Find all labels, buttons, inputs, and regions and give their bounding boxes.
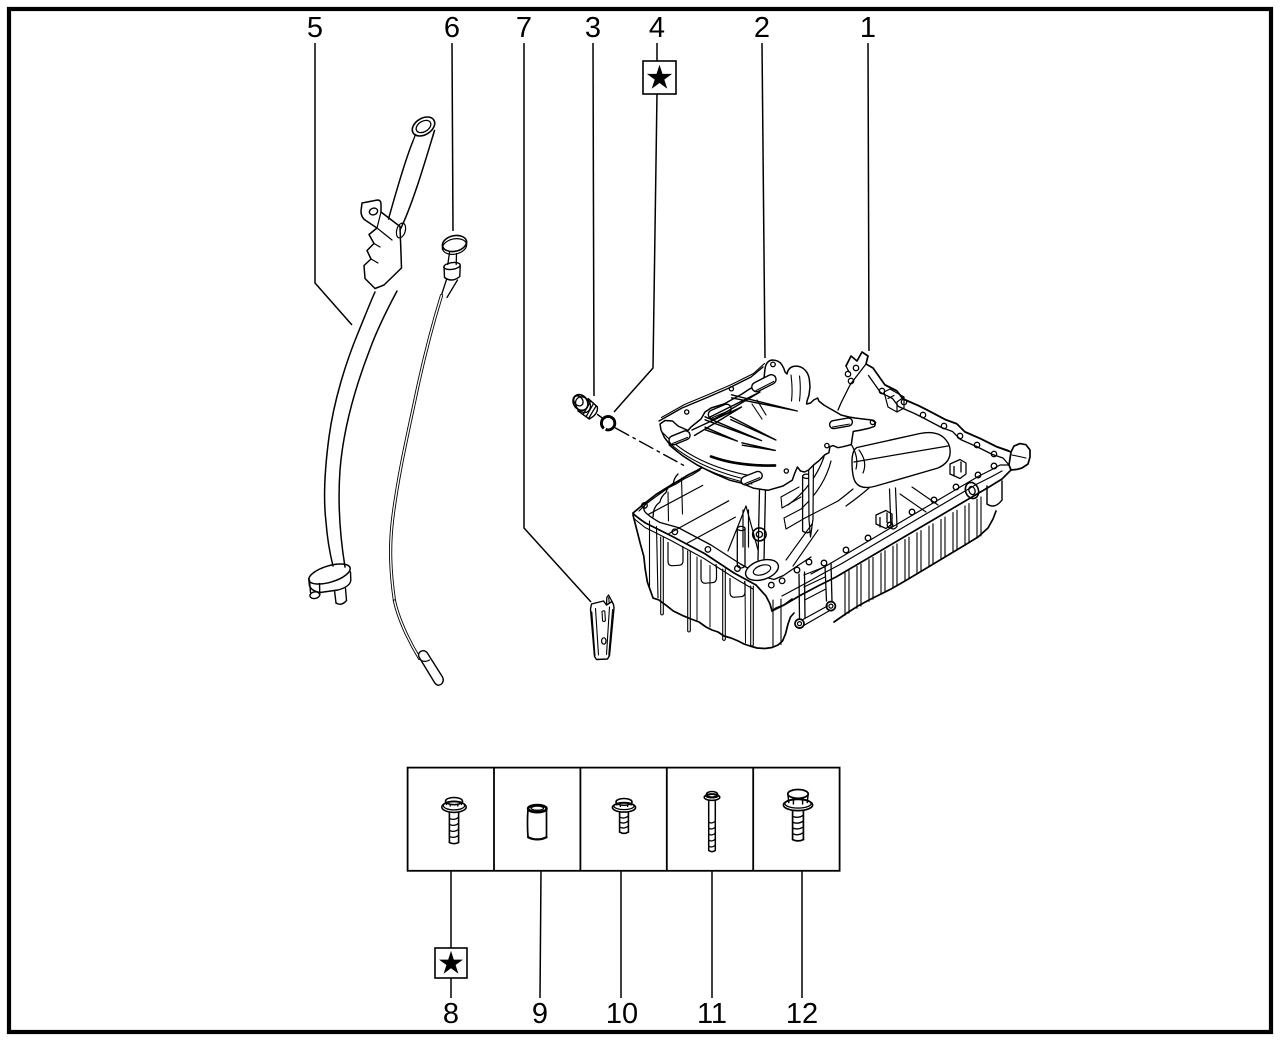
svg-text:9: 9 [532, 998, 548, 1030]
svg-text:4: 4 [649, 12, 665, 44]
svg-text:10: 10 [606, 998, 638, 1030]
svg-text:7: 7 [516, 12, 532, 44]
svg-text:8: 8 [443, 998, 459, 1030]
svg-text:12: 12 [786, 998, 818, 1030]
svg-text:1: 1 [860, 12, 876, 44]
svg-text:3: 3 [585, 12, 601, 44]
svg-text:6: 6 [444, 12, 460, 44]
svg-text:2: 2 [754, 12, 770, 44]
svg-text:11: 11 [697, 998, 727, 1030]
svg-text:5: 5 [307, 12, 323, 44]
